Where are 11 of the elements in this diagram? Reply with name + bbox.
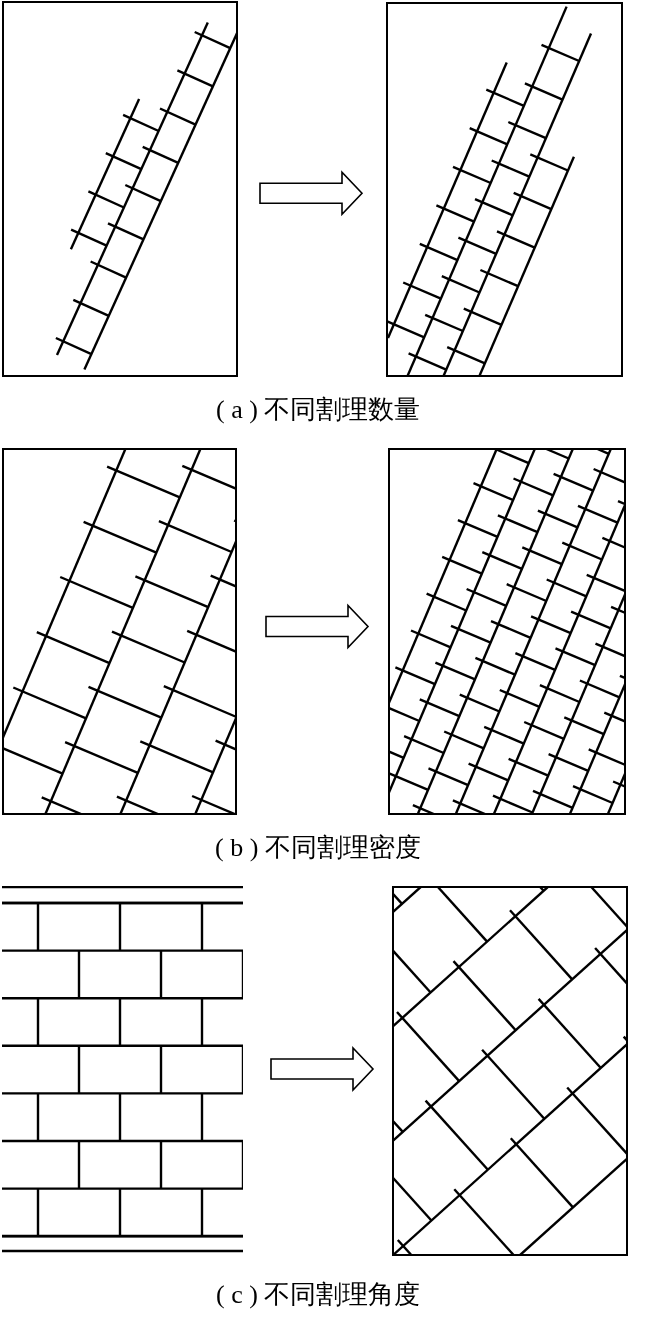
panel-caption: ( a ) 不同割理数量 xyxy=(216,394,421,426)
cleat-pattern-drawing xyxy=(392,886,628,1256)
panel-caption: ( c ) 不同割理角度 xyxy=(216,1279,421,1311)
cleat-pattern-drawing xyxy=(388,448,626,815)
hollow-arrow xyxy=(259,170,364,217)
panel-caption: ( b ) 不同割理密度 xyxy=(215,832,421,864)
hollow-arrow xyxy=(265,603,370,650)
cleat-pattern-drawing xyxy=(386,2,623,377)
cleat-pattern-drawing xyxy=(2,1,238,377)
cleat-pattern-drawing xyxy=(2,448,237,815)
hollow-arrow xyxy=(270,1046,375,1092)
